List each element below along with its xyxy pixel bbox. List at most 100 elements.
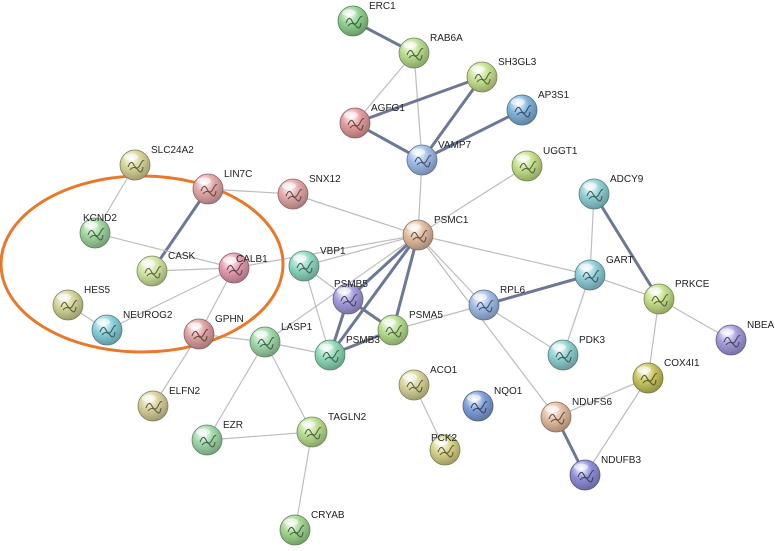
protein-structure-icon <box>127 159 145 173</box>
node-elfn2[interactable]: ELFN2 <box>137 386 201 422</box>
node-agfg1[interactable]: AGFG1 <box>339 103 405 139</box>
node-label-ndufb3: NDUFB3 <box>601 455 641 466</box>
node-label-psmb3: PSMB3 <box>346 335 380 346</box>
node-rpl6[interactable]: RPL6 <box>468 285 525 321</box>
edge-lasp1-ezr <box>206 341 266 441</box>
node-label-psmc1: PSMC1 <box>434 215 469 226</box>
node-gloss <box>403 41 417 49</box>
node-erc1[interactable]: ERC1 <box>337 1 396 37</box>
edge-kcnd2-calb1 <box>94 232 235 269</box>
node-psmc1[interactable]: PSMC1 <box>402 215 469 251</box>
node-gloss <box>319 343 333 351</box>
node-gloss <box>142 394 156 402</box>
edge-adcy9-prkce <box>592 192 661 301</box>
node-gloss <box>434 438 448 446</box>
node-pdk3[interactable]: PDK3 <box>547 335 606 371</box>
protein-structure-icon <box>60 299 78 313</box>
node-label-cask: CASK <box>168 251 196 262</box>
node-gloss <box>344 111 358 119</box>
protein-structure-icon <box>99 324 117 338</box>
node-label-erc1: ERC1 <box>369 1 396 12</box>
node-label-vamp7: VAMP7 <box>438 140 472 151</box>
protein-structure-icon <box>285 188 303 202</box>
node-gloss <box>342 9 356 17</box>
protein-structure-icon <box>200 183 218 197</box>
node-label-psmb5: PSMB5 <box>334 279 368 290</box>
node-calb1[interactable]: CALB1 <box>218 252 268 284</box>
node-label-sh3gl3: SH3GL3 <box>498 57 537 68</box>
protein-structure-icon <box>257 336 275 350</box>
node-cask[interactable]: CASK <box>136 251 196 287</box>
node-snx12[interactable]: SNX12 <box>277 174 341 210</box>
node-label-aco1: ACO1 <box>430 365 458 376</box>
node-psmb3[interactable]: PSMB3 <box>314 335 380 371</box>
protein-structure-icon <box>476 299 494 313</box>
protein-structure-icon <box>406 379 424 393</box>
node-gloss <box>84 221 98 229</box>
node-label-lin7c: LIN7C <box>224 169 252 180</box>
node-ndufb3[interactable]: NDUFB3 <box>569 455 641 491</box>
edge-uggt1-psmc1 <box>417 165 528 236</box>
node-hes5[interactable]: HES5 <box>52 285 111 321</box>
protein-structure-icon <box>144 265 162 279</box>
node-nqo1[interactable]: NQO1 <box>462 386 523 422</box>
node-ap3s1[interactable]: AP3S1 <box>506 90 570 126</box>
node-gloss <box>196 428 210 436</box>
node-prkce[interactable]: PRKCE <box>643 279 710 315</box>
node-sh3gl3[interactable]: SH3GL3 <box>466 57 537 93</box>
node-gloss <box>188 322 202 330</box>
node-label-ndufs6: NDUFS6 <box>572 397 612 408</box>
node-gart[interactable]: GART <box>574 255 634 291</box>
protein-structure-icon <box>474 71 492 85</box>
node-lasp1[interactable]: LASP1 <box>249 322 313 358</box>
node-slc24a2[interactable]: SLC24A2 <box>119 145 194 181</box>
edge-ezr-tagln2 <box>206 431 313 441</box>
protein-structure-icon <box>577 469 595 483</box>
node-label-rpl6: RPL6 <box>500 285 525 296</box>
node-neurog2[interactable]: NEUROG2 <box>91 310 173 346</box>
edge-rab6a-vamp7 <box>413 52 423 161</box>
protein-structure-icon <box>191 328 209 342</box>
node-cox4i1[interactable]: COX4I1 <box>632 358 700 394</box>
node-label-adcy9: ADCY9 <box>610 174 644 185</box>
node-aco1[interactable]: ACO1 <box>398 365 458 401</box>
node-rab6a[interactable]: RAB6A <box>398 33 463 69</box>
node-label-prkce: PRKCE <box>675 279 710 290</box>
node-gloss <box>293 254 307 262</box>
node-gloss <box>96 318 110 326</box>
protein-structure-icon <box>385 324 403 338</box>
node-cryab[interactable]: CRYAB <box>279 510 345 546</box>
edge-psmc1-psmb3 <box>328 233 420 357</box>
edge-layer <box>67 19 732 531</box>
node-uggt1[interactable]: UGGT1 <box>511 146 578 182</box>
node-vbp1[interactable]: VBP1 <box>288 246 346 282</box>
node-gphn[interactable]: GPHN <box>183 314 244 350</box>
node-vamp7[interactable]: VAMP7 <box>406 140 472 176</box>
node-kcnd2[interactable]: KCND2 <box>79 213 117 249</box>
node-lin7c[interactable]: LIN7C <box>192 169 252 205</box>
protein-structure-icon <box>414 154 432 168</box>
node-adcy9[interactable]: ADCY9 <box>578 174 644 210</box>
protein-structure-icon <box>410 229 428 243</box>
node-ezr[interactable]: EZR <box>191 420 243 456</box>
node-label-vbp1: VBP1 <box>320 246 346 257</box>
protein-structure-icon <box>87 227 105 241</box>
node-psmb5[interactable]: PSMB5 <box>332 279 368 315</box>
edge-psmc1-psma5 <box>391 233 420 332</box>
node-pck2[interactable]: PCK2 <box>429 433 461 466</box>
protein-structure-icon <box>548 411 566 425</box>
node-gloss <box>720 328 734 336</box>
node-gloss <box>579 263 593 271</box>
node-gloss <box>337 287 351 295</box>
node-nbea[interactable]: NBEA <box>715 320 775 356</box>
protein-structure-icon <box>514 104 532 118</box>
node-gloss <box>282 182 296 190</box>
protein-structure-icon <box>345 15 363 29</box>
node-psma5[interactable]: PSMA5 <box>377 310 443 346</box>
node-label-snx12: SNX12 <box>309 174 341 185</box>
node-tagln2[interactable]: TAGLN2 <box>296 412 367 448</box>
node-ndufs6[interactable]: NDUFS6 <box>540 397 612 433</box>
